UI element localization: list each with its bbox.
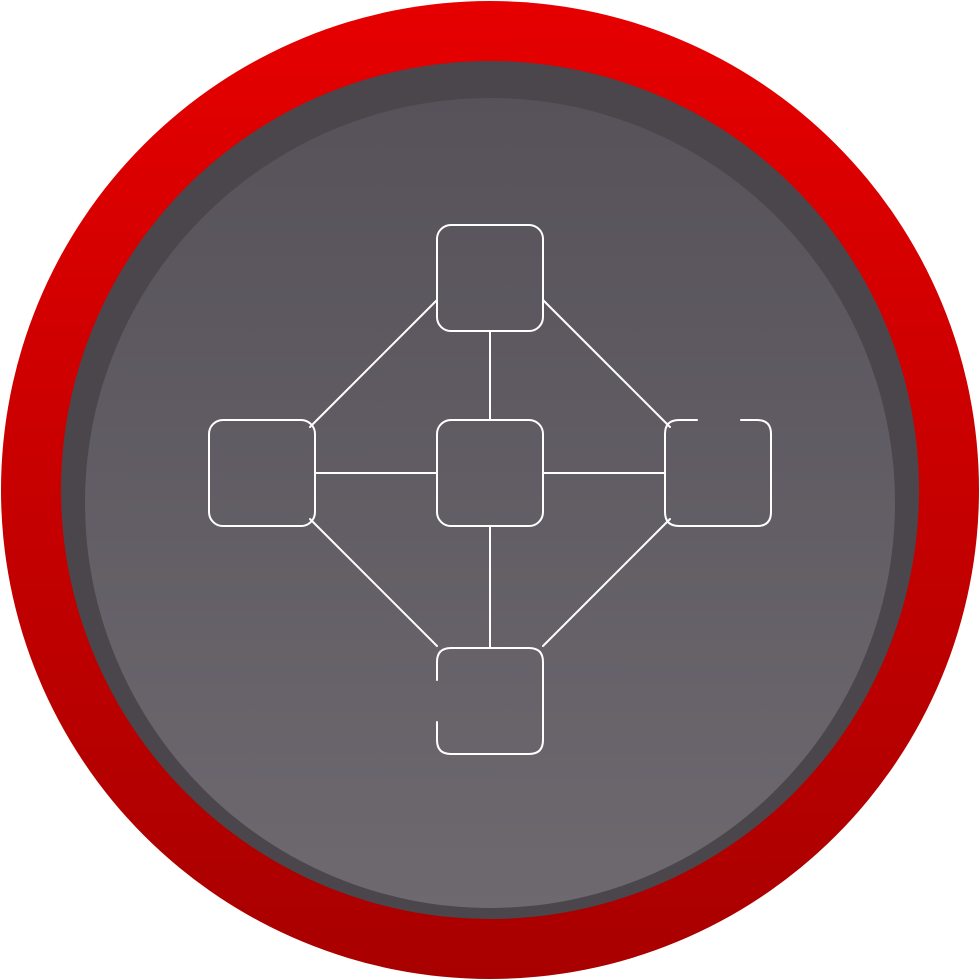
network-graph xyxy=(208,224,772,755)
edge-left-bottom xyxy=(309,518,438,647)
edge-top-left xyxy=(309,299,438,428)
edge-right-bottom xyxy=(542,518,671,647)
edge-top-right xyxy=(542,299,671,428)
node-right xyxy=(664,419,772,527)
icon-disc xyxy=(85,98,895,908)
node-left xyxy=(208,419,316,527)
node-bottom xyxy=(436,647,544,755)
node-center xyxy=(436,419,544,527)
node-top xyxy=(436,224,544,332)
